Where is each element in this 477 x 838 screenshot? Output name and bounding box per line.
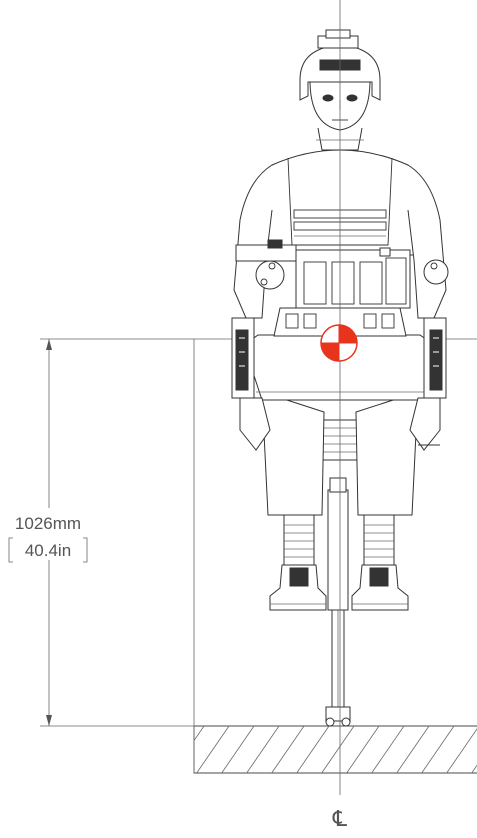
ground-base (193, 725, 477, 774)
dimension-metric-label: 1026mm (15, 514, 81, 533)
center-of-gravity-marker (320, 324, 358, 362)
seat-post (317, 419, 359, 727)
dimension-imperial-label: 40.4in (25, 541, 71, 560)
right-leg (351, 391, 419, 611)
left-armrest (231, 317, 271, 451)
left-leg (261, 391, 327, 611)
dimension-imperial-bracket (8, 537, 88, 563)
right-armrest (409, 317, 447, 451)
base-hatching (194, 726, 477, 773)
lap-control-unit (235, 239, 411, 337)
right-arm (407, 164, 449, 319)
centerline-symbol: ℄ (332, 807, 348, 832)
left-arm (233, 164, 285, 319)
